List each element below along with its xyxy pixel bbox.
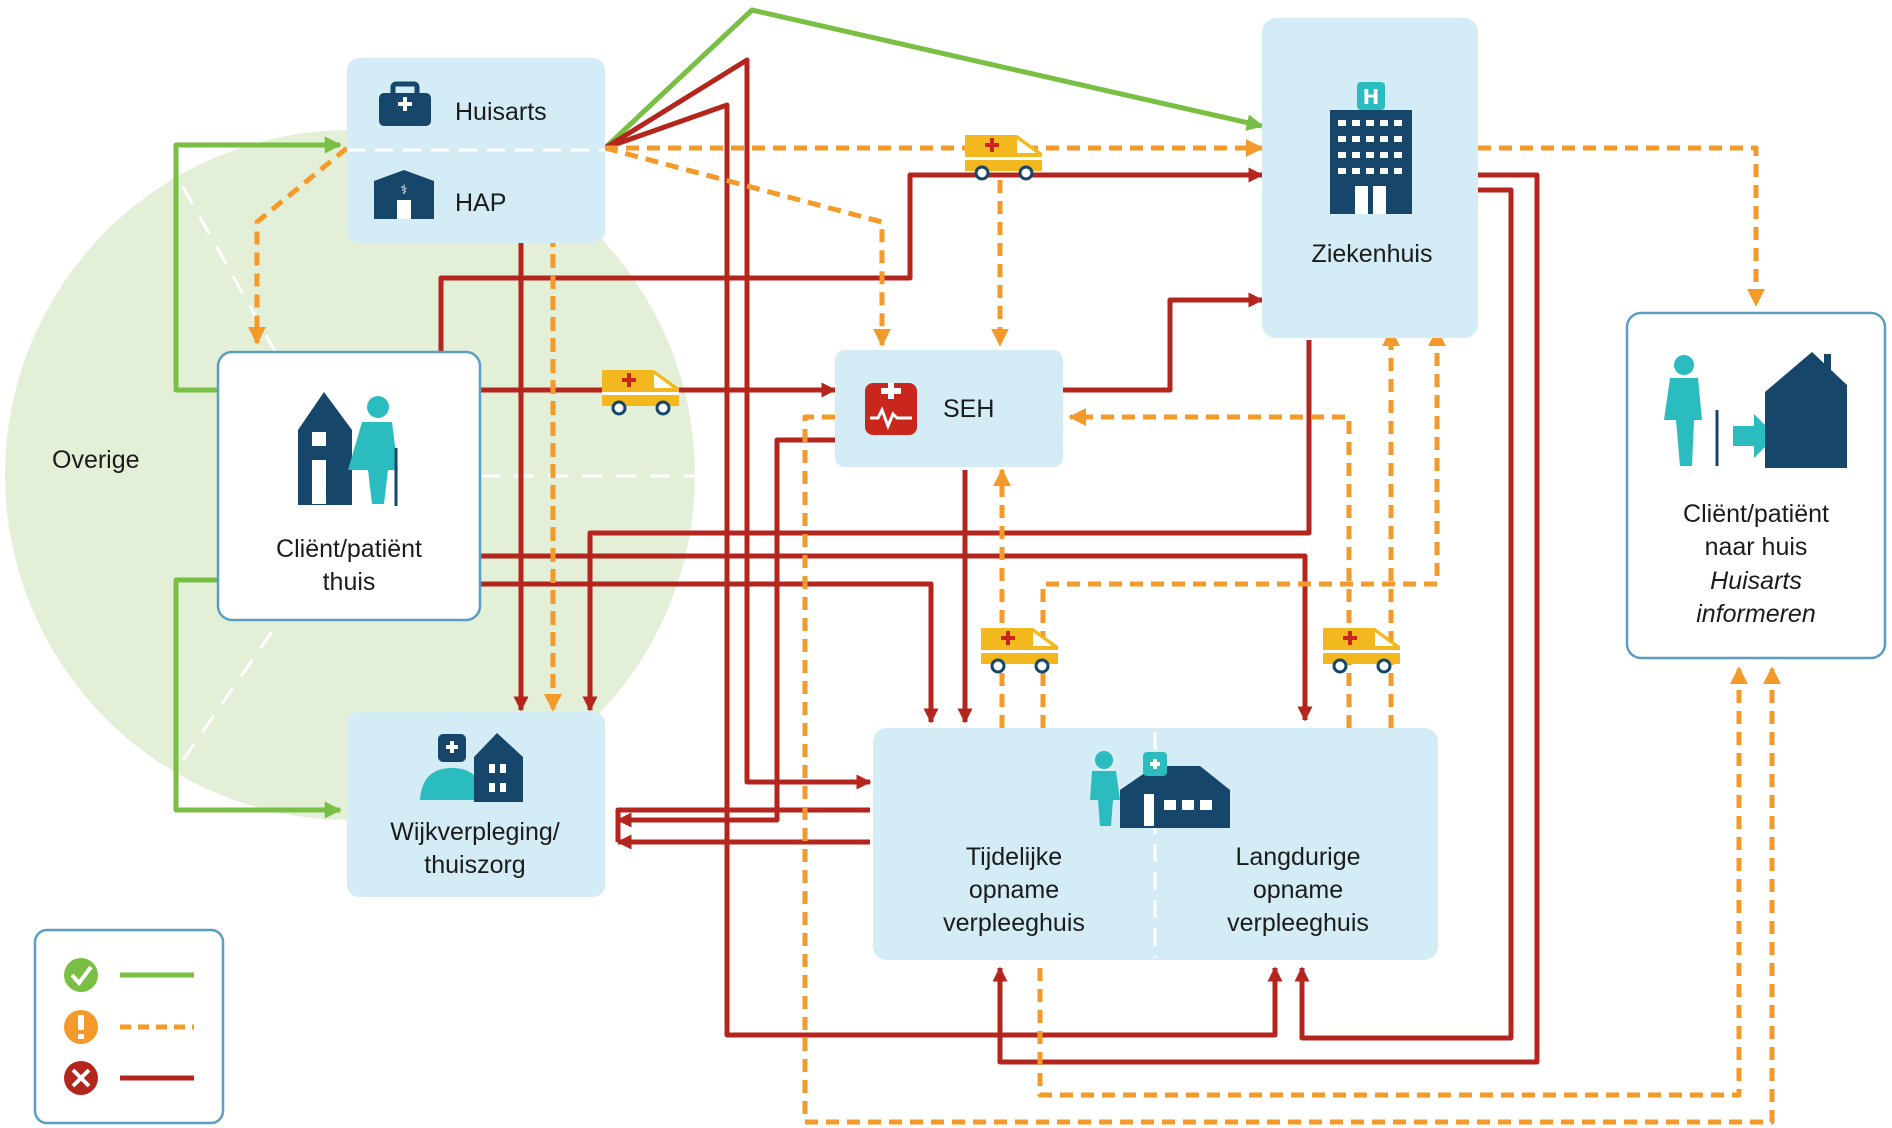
tijdelijk-label-line3: verpleeghuis <box>943 909 1085 937</box>
hospital-icon: H <box>1330 82 1412 214</box>
client-label-line2: thuis <box>323 568 376 596</box>
client-label-line1: Cliënt/patiënt <box>276 535 422 563</box>
naarhuis-label-line4: informeren <box>1696 600 1816 628</box>
cross-icon <box>64 1061 98 1095</box>
langdurig-label-line2: opname <box>1253 876 1343 904</box>
langdurig-label-line1: Langdurige <box>1235 843 1360 871</box>
ziekenhuis-node[interactable]: H Ziekenhuis <box>1262 18 1478 338</box>
tijdelijk-label-line2: opname <box>969 876 1059 904</box>
naarhuis-label-line2: naar huis <box>1705 533 1808 561</box>
huisarts-label: Huisarts <box>455 98 547 126</box>
seh-label: SEH <box>943 395 994 423</box>
check-icon <box>64 958 98 992</box>
naarhuis-label-line1: Cliënt/patiënt <box>1683 500 1829 528</box>
wijkverpleging-node[interactable]: Wijkverpleging/ thuiszorg <box>347 712 605 897</box>
wijk-label-line2: thuiszorg <box>424 851 525 879</box>
green-arrows <box>173 7 1264 819</box>
hap-label: HAP <box>455 189 506 217</box>
ambulance-icon <box>965 135 1042 181</box>
svg-text:⚕: ⚕ <box>400 183 407 198</box>
ziekenhuis-label: Ziekenhuis <box>1312 240 1433 268</box>
seh-node[interactable]: SEH <box>835 350 1063 467</box>
wijk-label-line1: Wijkverpleging/ <box>390 818 560 846</box>
verpleeghuis-node[interactable]: Tijdelijke opname verpleeghuis Langdurig… <box>873 728 1438 960</box>
elderly-home-icon <box>298 392 398 506</box>
nurse-home-icon <box>420 733 523 802</box>
orange-arrows <box>248 128 1781 1125</box>
emergency-icon <box>865 383 917 435</box>
warning-icon <box>64 1010 98 1044</box>
overige-label: Overige <box>52 446 140 474</box>
legend <box>33 928 225 1125</box>
tijdelijk-label-line1: Tijdelijke <box>966 843 1062 871</box>
nursing-home-icon <box>1090 751 1230 828</box>
naar-huis-node[interactable]: Cliënt/patiënt naar huis Huisarts inform… <box>1625 311 1887 660</box>
huisarts-hap-node[interactable]: ⚕ Huisarts HAP <box>347 58 605 243</box>
langdurig-label-line3: verpleeghuis <box>1227 909 1369 937</box>
overige-dividers <box>181 146 700 761</box>
going-home-icon <box>1664 352 1847 468</box>
client-thuis-node[interactable]: Cliënt/patiënt thuis <box>216 350 482 622</box>
ambulance-icon <box>602 370 679 416</box>
ambulance-icon <box>981 628 1058 674</box>
hap-building-icon: ⚕ <box>374 170 434 219</box>
svg-text:H: H <box>1363 85 1380 109</box>
naarhuis-label-line3: Huisarts <box>1710 567 1802 595</box>
ambulance-icon <box>1323 628 1400 674</box>
doctor-bag-icon <box>379 81 431 126</box>
